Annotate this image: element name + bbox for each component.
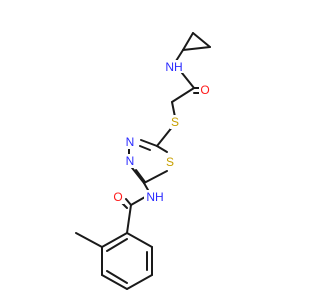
- bond: [125, 198, 132, 206]
- atom-labels: NH O S N N S NH O: [112, 60, 211, 204]
- atom-label-s-thioether: S: [171, 115, 179, 129]
- atom-label-s-ring: S: [166, 155, 174, 169]
- bond: [101, 232, 128, 248]
- atom-label-n-ring-2: N: [126, 154, 135, 168]
- bond: [181, 72, 195, 89]
- bond: [130, 196, 146, 206]
- methyl-bond: [75, 232, 103, 248]
- atom-label-n-ring-1: N: [126, 135, 135, 149]
- bond: [126, 274, 153, 290]
- molecule-structure-diagram: NH O S N N S NH O: [75, 32, 211, 290]
- bond: [140, 139, 158, 147]
- atom-label-o-lower: O: [113, 190, 122, 204]
- bond: [139, 145, 151, 151]
- bond: [126, 204, 132, 234]
- atom-label-nh-lower: NH: [146, 190, 163, 204]
- bond: [171, 87, 195, 103]
- atom-label-nh-upper: NH: [165, 60, 182, 74]
- bond: [156, 125, 174, 147]
- bond: [101, 274, 128, 290]
- bond: [126, 232, 153, 248]
- cyclopropyl-group: [182, 32, 211, 51]
- bond: [171, 101, 176, 118]
- bond: [106, 270, 128, 284]
- bond: [182, 32, 194, 51]
- bond: [156, 145, 168, 153]
- benzene-ring: [75, 232, 153, 290]
- bond: [143, 170, 168, 184]
- bond: [192, 32, 211, 48]
- linker-chain: [156, 49, 203, 147]
- bond: [106, 238, 128, 252]
- bond: [175, 49, 184, 62]
- bond: [182, 46, 211, 51]
- atom-label-o-upper: O: [200, 83, 209, 97]
- bond: [135, 169, 146, 183]
